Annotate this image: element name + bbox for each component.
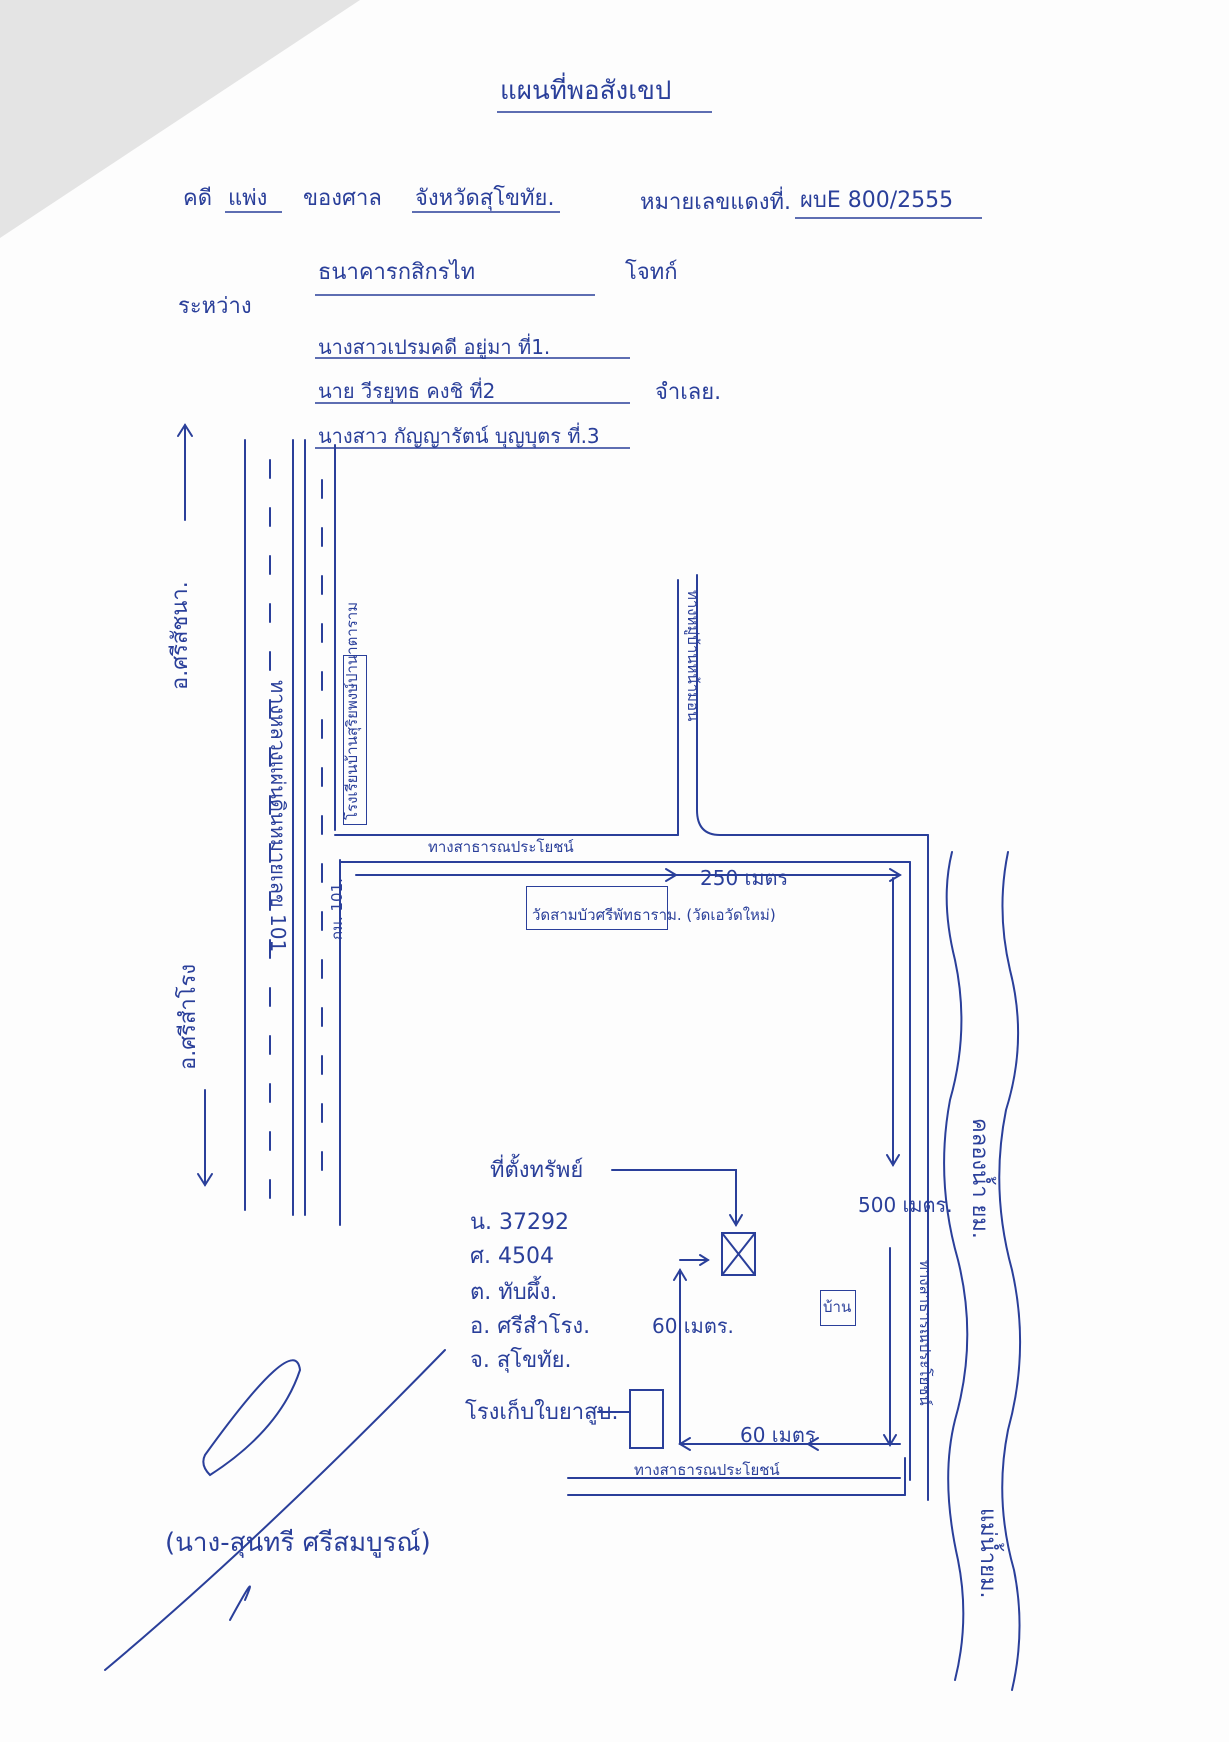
village-road-label: ทางหมู่บ้านหน้ามอน — [684, 590, 702, 722]
direction-north-label: อ.ศรีสัชนา. — [168, 581, 193, 690]
court-type: แพ่ง — [228, 186, 268, 211]
distance-500: 500 เมตร. — [858, 1193, 953, 1217]
plaintiff-name: ธนาคารกสิกรไท — [318, 260, 476, 285]
river-label: แม่น้ำยม. — [975, 1508, 1000, 1599]
arrow-500-head-upper — [886, 1154, 900, 1167]
property-lot — [721, 1232, 756, 1276]
defendant-3: นางสาว กัญญารัตน์ บุญบุตร ที่.3 — [318, 424, 600, 448]
north-arrow-head — [177, 423, 193, 437]
distance-250: 250 เมตร — [700, 866, 789, 890]
signature-loop — [202, 1359, 302, 1477]
arrow-60-head-mid — [806, 1437, 819, 1451]
arrow-250-head-mid — [665, 868, 678, 882]
property-label: ที่ตั้งทรัพย์ — [490, 1158, 584, 1183]
plaintiff-role: โจทก์ — [625, 260, 678, 285]
signature-tick — [229, 1585, 251, 1621]
distance-60-horizontal: 60 เมตร — [740, 1423, 816, 1447]
distance-60-vertical: 60 เมตร. — [652, 1314, 734, 1338]
defendant-2: นาย วีรยุทธ คงชิ ที่2 — [318, 379, 496, 403]
property-subdistrict: ต. ทับผึ้ง. — [470, 1280, 558, 1305]
temple-label: วัดสามบัวศรีพัทธาราม. (วัดเอวัดใหม่) — [532, 906, 776, 924]
property-survey: ศ. 4504 — [470, 1244, 554, 1269]
public-road-top-label: ทางสาธารณประโยชน์ — [428, 838, 574, 856]
folded-corner — [0, 0, 360, 238]
property-pointer — [611, 1169, 737, 1226]
km-101-label: กม. 101. — [328, 878, 346, 940]
property-deed: น. 37292 — [470, 1210, 570, 1235]
between-label: ระหว่าง — [178, 294, 252, 319]
signature-stroke-long — [104, 1349, 446, 1671]
canal-bank-left — [943, 851, 969, 1681]
court-prefix: คดี — [183, 186, 213, 211]
right-road-label: ทางสาธารณประโยชน์ — [916, 1260, 934, 1406]
court-name: ของศาล — [303, 186, 382, 211]
defendant-role: จำเลย. — [655, 380, 722, 405]
arrow-to-lot-head — [699, 1254, 710, 1266]
property-lot-x2 — [721, 1232, 756, 1276]
south-arrow-head — [197, 1173, 213, 1187]
case-number: ผบE 800/2555 — [800, 188, 954, 213]
shrine-box — [629, 1389, 664, 1449]
school-box — [343, 655, 367, 825]
highway-label: ทางหลวงแผ่นดินหมายเลข 101 — [266, 680, 290, 953]
house-box — [820, 1290, 856, 1326]
property-district: อ. ศรีสำโรง. — [470, 1314, 591, 1339]
canal-bank-right — [998, 851, 1022, 1691]
public-road-bottom-label: ทางสาธารณประโยชน์ — [634, 1461, 780, 1479]
arrow-60-vertical-head — [673, 1268, 687, 1281]
village-road-right — [696, 574, 929, 836]
property-pointer-head — [729, 1214, 743, 1227]
canal-label: คลองน้ำ ยม. — [967, 1118, 992, 1239]
direction-south-label: อ.ศรีสำโรง — [176, 963, 201, 1070]
temple-box — [526, 886, 668, 930]
house-label: บ้าน — [823, 1298, 852, 1316]
property-province: จ. สุโขทัย. — [470, 1348, 572, 1373]
map-title: แผนที่พอสังเขป — [500, 76, 672, 106]
defendant-1: นางสาวเปรมคดี อยู่มา ที่1. — [318, 335, 551, 359]
case-number-label: หมายเลขแดงที่. — [640, 190, 791, 215]
province: จังหวัดสุโขทัย. — [415, 186, 555, 211]
shrine-label: โรงเก็บใบยาสูบ. — [465, 1400, 619, 1425]
signature-name: (นาง-สุนทรี ศรีสมบูรณ์) — [165, 1528, 431, 1558]
